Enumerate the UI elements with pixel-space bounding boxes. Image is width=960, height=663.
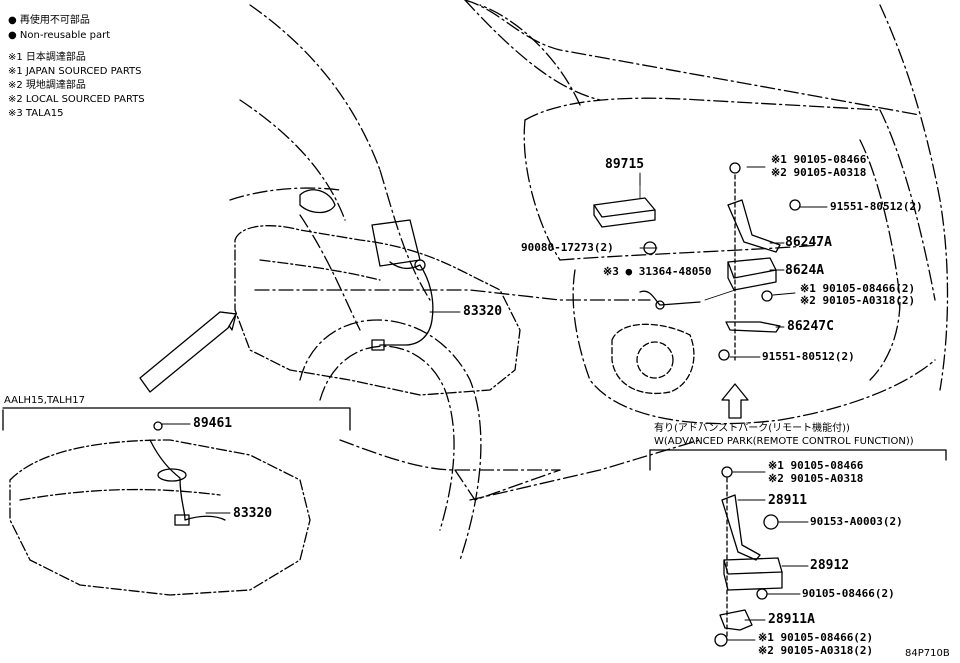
inset-left-frame xyxy=(2,407,351,431)
label-90105-e2[interactable]: ※2 90105-A0318(2) xyxy=(758,644,874,657)
label-91551-a[interactable]: 91551-80512(2) xyxy=(830,200,923,213)
legend-note1-jp: ※1 日本調達部品 xyxy=(8,52,86,63)
arrow-to-tank xyxy=(139,311,237,393)
inset-right-title-en: W(ADVANCED PARK(REMOTE CONTROL FUNCTION)… xyxy=(654,436,914,447)
sensor-harness-inset xyxy=(149,421,226,526)
inset-left-title: AALH15,TALH17 xyxy=(4,395,85,406)
bracket-28911A xyxy=(719,609,753,631)
label-86247A[interactable]: 86247A xyxy=(785,235,832,250)
legend-nonreusable-jp: ● 再使用不可部品 xyxy=(8,15,90,26)
label-83320-main[interactable]: 83320 xyxy=(463,304,503,319)
label-90105-b1[interactable]: ※1 90105-08466(2) xyxy=(800,282,916,295)
bracket-86247C xyxy=(725,321,781,333)
label-90105-a1[interactable]: ※1 90105-08466 xyxy=(771,153,867,166)
sensor-harness-main xyxy=(371,259,434,351)
label-28911A[interactable]: 28911A xyxy=(768,612,815,627)
legend-note2-en: ※2 LOCAL SOURCED PARTS xyxy=(8,94,145,105)
fuel-tank-inset xyxy=(9,439,311,596)
label-31364[interactable]: ※3 ● 31364-48050 xyxy=(603,265,712,278)
label-90153[interactable]: 90153-A0003(2) xyxy=(810,515,903,528)
fuel-tank-main xyxy=(234,225,521,396)
bracket-86247A xyxy=(727,199,781,253)
harness-31364 xyxy=(639,290,701,306)
label-90080[interactable]: 90080-17273(2) xyxy=(521,241,614,254)
leader-lines xyxy=(161,166,828,641)
legend-note3: ※3 TALA15 xyxy=(8,108,64,119)
label-86247C[interactable]: 86247C xyxy=(787,319,834,334)
label-8624A[interactable]: 8624A xyxy=(785,263,825,278)
legend-note1-en: ※1 JAPAN SOURCED PARTS xyxy=(8,66,142,77)
label-91551-b[interactable]: 91551-80512(2) xyxy=(762,350,855,363)
label-90105-b2[interactable]: ※2 90105-A0318(2) xyxy=(800,294,916,307)
label-28911[interactable]: 28911 xyxy=(768,493,808,508)
label-28912[interactable]: 28912 xyxy=(810,558,850,573)
label-89715[interactable]: 89715 xyxy=(605,157,645,172)
label-83320-inset[interactable]: 83320 xyxy=(233,506,273,521)
label-90105-c1[interactable]: ※1 90105-08466 xyxy=(768,459,864,472)
legend-nonreusable-en: ● Non-reusable part xyxy=(8,30,111,41)
legend-note2-jp: ※2 現地調達部品 xyxy=(8,80,86,91)
diagram-code: 84P710B xyxy=(905,648,950,659)
label-90105-e1[interactable]: ※1 90105-08466(2) xyxy=(758,631,874,644)
inset-right-frame xyxy=(649,449,947,461)
label-90105-c2[interactable]: ※2 90105-A0318 xyxy=(768,472,864,485)
wheel-arch xyxy=(299,319,482,561)
module-28912 xyxy=(723,557,783,591)
label-89461[interactable]: 89461 xyxy=(193,416,233,431)
label-90105-a2[interactable]: ※2 90105-A0318 xyxy=(771,166,867,179)
label-90105-d[interactable]: 90105-08466(2) xyxy=(802,587,895,600)
bracket-28911 xyxy=(721,494,761,561)
module-89715 xyxy=(593,174,656,228)
transmission xyxy=(611,323,695,395)
inset-right-title-jp: 有り(アドバンストパーク(リモート機能付)) xyxy=(654,423,850,434)
vehicle-body-outline xyxy=(229,0,949,501)
